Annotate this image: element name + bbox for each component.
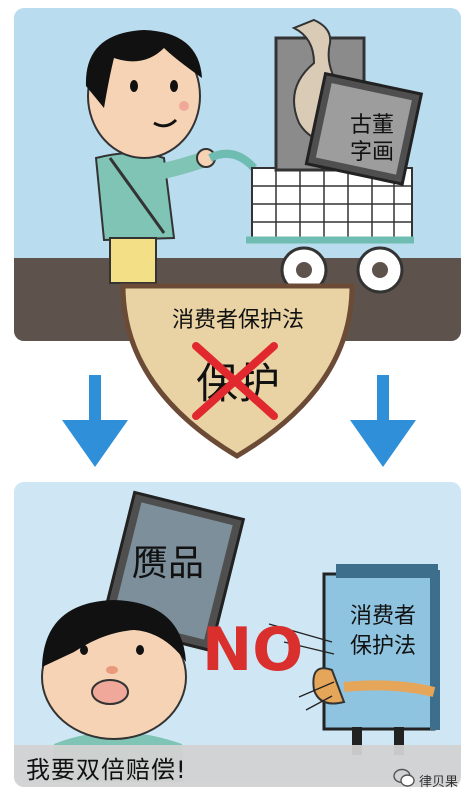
top-panel: 古董 字画	[14, 8, 461, 341]
down-arrow-icon	[350, 375, 416, 467]
bottom-scene	[41, 490, 440, 782]
shield-icon	[120, 283, 355, 459]
book-label-line2: 保护法	[350, 634, 417, 659]
book-label-line1: 消费者	[350, 604, 417, 629]
shoulder-strap	[108, 157, 166, 234]
shield-title: 消费者保护法	[171, 308, 304, 333]
antique-label: 古董 字画	[349, 113, 394, 165]
cross-icon	[192, 342, 278, 420]
caption-text: 我要双倍赔偿!	[26, 756, 187, 784]
boy-mouth	[91, 679, 129, 705]
fake-label: 赝品	[132, 543, 205, 584]
man-legs	[109, 237, 157, 284]
caption-bar	[14, 745, 461, 787]
wechat-icon	[393, 768, 415, 787]
bottom-panel: 赝品 NO 消费者 保护法	[14, 482, 461, 782]
no-text: NO	[202, 615, 304, 685]
boy-hair	[42, 600, 186, 667]
cart-handle	[208, 149, 257, 171]
man-hair	[85, 30, 202, 108]
watermark-text: 律贝果	[419, 775, 459, 790]
down-arrow-icon	[62, 375, 128, 467]
